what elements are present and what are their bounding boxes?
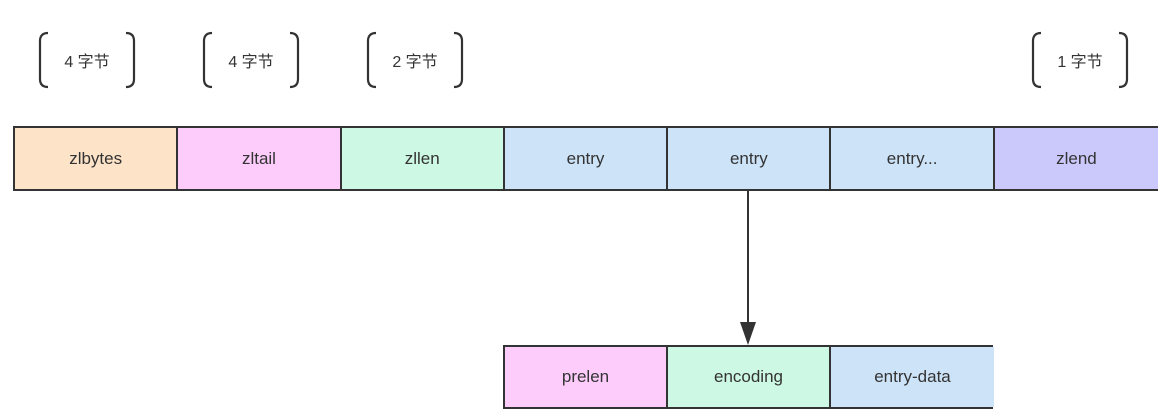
bracket-icon (366, 31, 464, 89)
field-entry-more: entry... (831, 128, 995, 189)
field-zlend: zlend (994, 128, 1159, 189)
field-encoding: encoding (668, 347, 831, 407)
field-entry-data: entry-data (831, 347, 994, 407)
size-label-zlend: 1 字节 (1031, 31, 1129, 89)
field-zltail: zltail (178, 128, 342, 189)
size-label-text: 4 字节 (228, 54, 274, 71)
size-label-zlbytes: 4 字节 (38, 31, 136, 89)
field-zlbytes: zlbytes (15, 128, 179, 189)
size-label-text: 2 字节 (392, 54, 438, 71)
size-label-zltail: 4 字节 (202, 31, 300, 89)
size-label-text: 1 字节 (1057, 54, 1103, 71)
entry-structure-row: prelen encoding entry-data (503, 345, 994, 409)
bracket-icon (1031, 31, 1129, 89)
field-prelen: prelen (505, 347, 668, 407)
size-label-zllen: 2 字节 (366, 31, 464, 89)
field-entry-1: entry (504, 128, 669, 189)
ziplist-structure-row: zlbytes zltail zllen entry entry entry..… (13, 126, 1159, 191)
size-label-text: 4 字节 (64, 54, 110, 71)
field-zllen: zllen (341, 128, 505, 189)
bracket-icon (202, 31, 300, 89)
arrow-head-icon (740, 322, 756, 345)
field-entry-2: entry (668, 128, 832, 189)
bracket-icon (38, 31, 136, 89)
